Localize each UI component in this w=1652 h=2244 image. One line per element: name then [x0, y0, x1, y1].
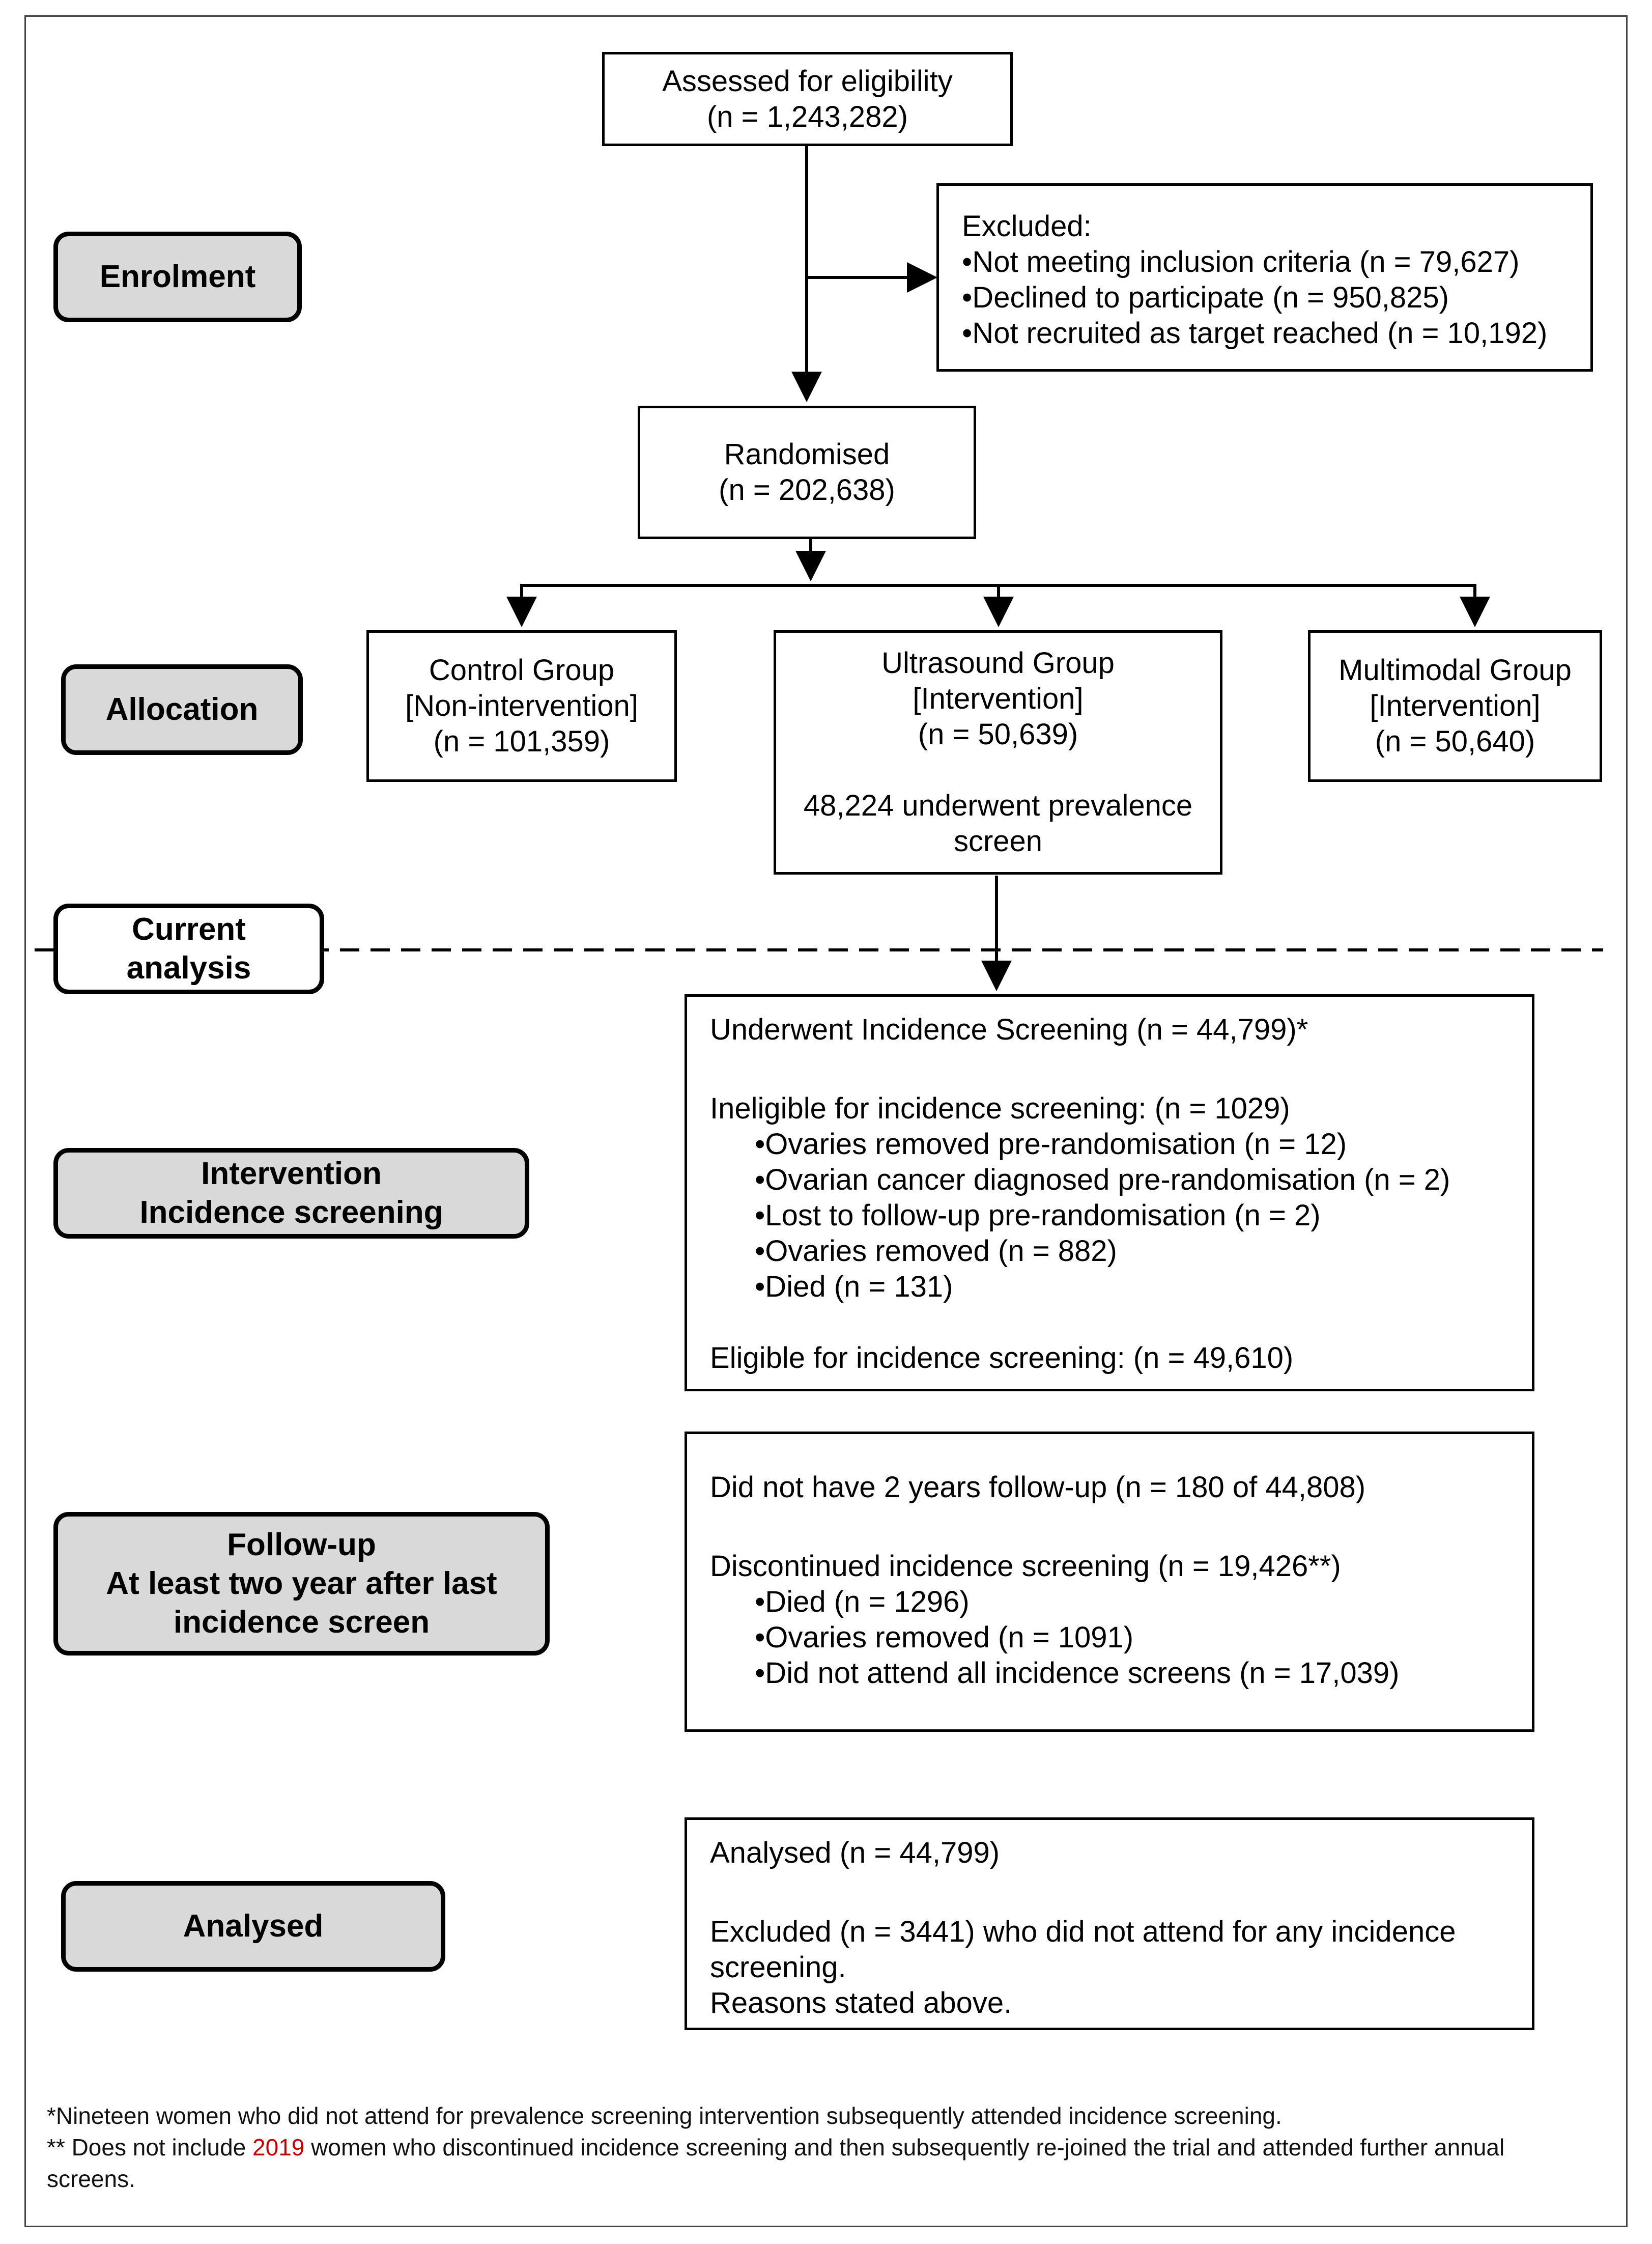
stage-analysed: Analysed — [61, 1881, 445, 1972]
ultrasound-group-type: [Intervention] — [913, 682, 1084, 715]
footnote-1: *Nineteen women who did not attend for p… — [47, 2100, 1282, 2131]
ultrasound-group-count: (n = 50,639) — [918, 718, 1078, 751]
analysed-box: Analysed (n = 44,799) Excluded (n = 3441… — [685, 1817, 1534, 2030]
discontinued-reason: •Did not attend all incidence screens (n… — [755, 1657, 1400, 1690]
excluded-item: •Not meeting inclusion criteria (n = 79,… — [962, 245, 1520, 278]
control-group-name: Control Group — [429, 654, 615, 687]
incidence-ineligible: Ineligible for incidence screening: (n =… — [710, 1092, 1290, 1125]
multimodal-group-box: Multimodal Group [Intervention] (n = 50,… — [1308, 630, 1602, 782]
footnote-2: ** Does not include 2019 women who disco… — [47, 2131, 1504, 2163]
randomised-label: Randomised — [724, 438, 890, 471]
ineligible-reason: •Ovaries removed (n = 882) — [755, 1235, 1117, 1268]
incidence-screening-box: Underwent Incidence Screening (n = 44,79… — [685, 994, 1534, 1391]
discontinued-reason: •Ovaries removed (n = 1091) — [755, 1621, 1134, 1654]
ineligible-reason: •Died (n = 131) — [755, 1270, 953, 1303]
control-group-type: [Non-intervention] — [405, 689, 638, 722]
excluded-box: Excluded: •Not meeting inclusion criteri… — [936, 183, 1593, 372]
figure-frame — [24, 15, 1628, 2227]
randomised-box: Randomised (n = 202,638) — [638, 406, 976, 539]
analysed-excluded-cont: screening. — [710, 1951, 846, 1984]
stage-current-label-2: analysis — [126, 950, 251, 986]
stage-allocation-label: Allocation — [105, 692, 259, 727]
stage-intervention-label-2: Incidence screening — [139, 1195, 443, 1230]
ultrasound-group-name: Ultrasound Group — [881, 647, 1115, 680]
incidence-underwent: Underwent Incidence Screening (n = 44,79… — [710, 1013, 1308, 1046]
footnote-2-end: screens. — [47, 2163, 135, 2195]
stage-current-label-1: Current — [132, 912, 246, 947]
incidence-eligible: Eligible for incidence screening: (n = 4… — [710, 1341, 1294, 1375]
footnote-2-end-text: screens. — [47, 2166, 135, 2192]
multimodal-group-count: (n = 50,640) — [1375, 725, 1535, 758]
control-group-count: (n = 101,359) — [433, 725, 610, 758]
excluded-title: Excluded: — [962, 210, 1092, 243]
stage-allocation: Allocation — [61, 664, 303, 755]
multimodal-group-type: [Intervention] — [1370, 689, 1541, 722]
analysed-excluded: Excluded (n = 3441) who did not attend f… — [710, 1915, 1456, 1948]
footnote-2-post: women who discontinued incidence screeni… — [304, 2134, 1505, 2161]
stage-followup-label-3: incidence screen — [173, 1605, 430, 1640]
footnote-1-text: *Nineteen women who did not attend for p… — [47, 2102, 1282, 2129]
footnote-2-number: 2019 — [252, 2134, 305, 2161]
analysed-reasons: Reasons stated above. — [710, 1986, 1012, 2019]
assessed-box: Assessed for eligibility (n = 1,243,282) — [602, 52, 1013, 146]
multimodal-group-name: Multimodal Group — [1338, 654, 1572, 687]
ultrasound-group-box: Ultrasound Group [Intervention] (n = 50,… — [774, 630, 1222, 875]
stage-enrolment: Enrolment — [53, 232, 302, 322]
analysed-count: Analysed (n = 44,799) — [710, 1836, 1000, 1869]
stage-enrolment-label: Enrolment — [99, 259, 256, 294]
followup-no-followup: Did not have 2 years follow-up (n = 180 … — [710, 1471, 1366, 1504]
follow-up-box: Did not have 2 years follow-up (n = 180 … — [685, 1432, 1534, 1732]
ineligible-reason: •Ovarian cancer diagnosed pre-randomisat… — [755, 1163, 1450, 1196]
followup-discontinued: Discontinued incidence screening (n = 19… — [710, 1550, 1341, 1583]
stage-analysed-label: Analysed — [183, 1909, 324, 1944]
discontinued-reason: •Died (n = 1296) — [755, 1585, 970, 1618]
footnote-2-pre: ** Does not include — [47, 2134, 253, 2161]
excluded-item: •Declined to participate (n = 950,825) — [962, 281, 1449, 314]
stage-follow-up: Follow-up At least two year after last i… — [53, 1512, 550, 1656]
ineligible-reason: •Ovaries removed pre-randomisation (n = … — [755, 1128, 1347, 1161]
control-group-box: Control Group [Non-intervention] (n = 10… — [366, 630, 677, 782]
stage-intervention: Intervention Incidence screening — [53, 1148, 529, 1239]
stage-followup-label-1: Follow-up — [227, 1527, 376, 1562]
ineligible-reason: •Lost to follow-up pre-randomisation (n … — [755, 1199, 1321, 1232]
assessed-label: Assessed for eligibility — [662, 64, 953, 98]
stage-followup-label-2: At least two year after last — [106, 1566, 497, 1601]
assessed-count: (n = 1,243,282) — [706, 100, 908, 133]
randomised-count: (n = 202,638) — [719, 473, 895, 507]
excluded-item: •Not recruited as target reached (n = 10… — [962, 317, 1548, 350]
stage-current-analysis: Current analysis — [53, 904, 324, 994]
ultrasound-prevalence-note: 48,224 underwent prevalence — [803, 789, 1193, 822]
ultrasound-prevalence-note-2: screen — [953, 825, 1043, 858]
stage-intervention-label-1: Intervention — [201, 1156, 382, 1191]
